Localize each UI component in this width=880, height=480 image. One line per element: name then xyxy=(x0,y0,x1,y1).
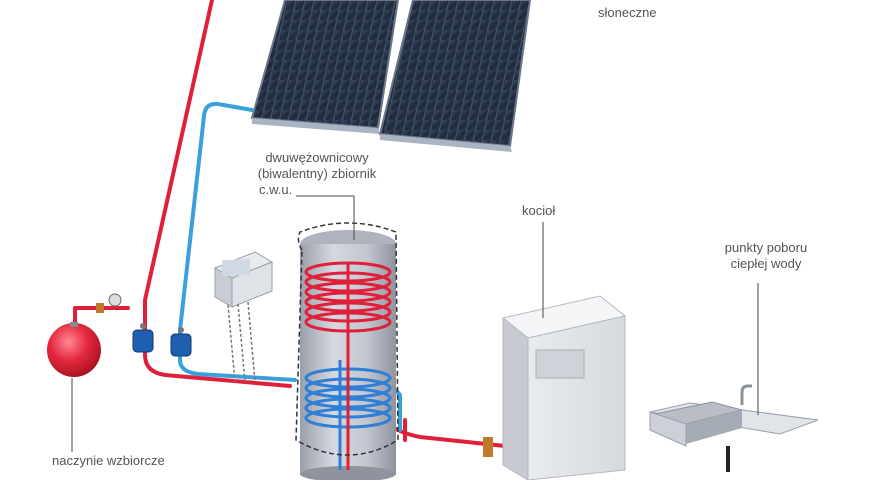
valve-icon xyxy=(96,293,493,457)
label-tank-line-3: c.w.u. xyxy=(259,182,293,197)
pump-icon xyxy=(132,323,192,357)
label-taps-line-2: ciepłej wody xyxy=(730,256,802,271)
expansion-vessel-icon xyxy=(47,322,101,377)
tank-icon xyxy=(295,222,399,480)
boiler-icon xyxy=(501,295,627,480)
sink-icon xyxy=(649,384,819,472)
label-collectors: słoneczne xyxy=(598,5,657,20)
label-tank-line-2: (biwalentny) zbiornik xyxy=(257,166,377,181)
leader-lines xyxy=(71,195,759,452)
label-taps: punkty poboru ciepłej wody xyxy=(716,240,816,272)
controller-icon xyxy=(213,251,274,383)
label-taps-line-1: punkty poboru xyxy=(724,240,808,255)
label-tank-line-1: dwuwężownicowy xyxy=(265,150,369,165)
label-boiler: kocioł xyxy=(522,203,556,218)
solar-collector-icon xyxy=(250,0,532,152)
label-expansion-vessel: naczynie wzbiorcze xyxy=(52,453,165,468)
label-tank: dwuwężownicowy (biwalentny) zbiornik c.w… xyxy=(232,150,402,198)
